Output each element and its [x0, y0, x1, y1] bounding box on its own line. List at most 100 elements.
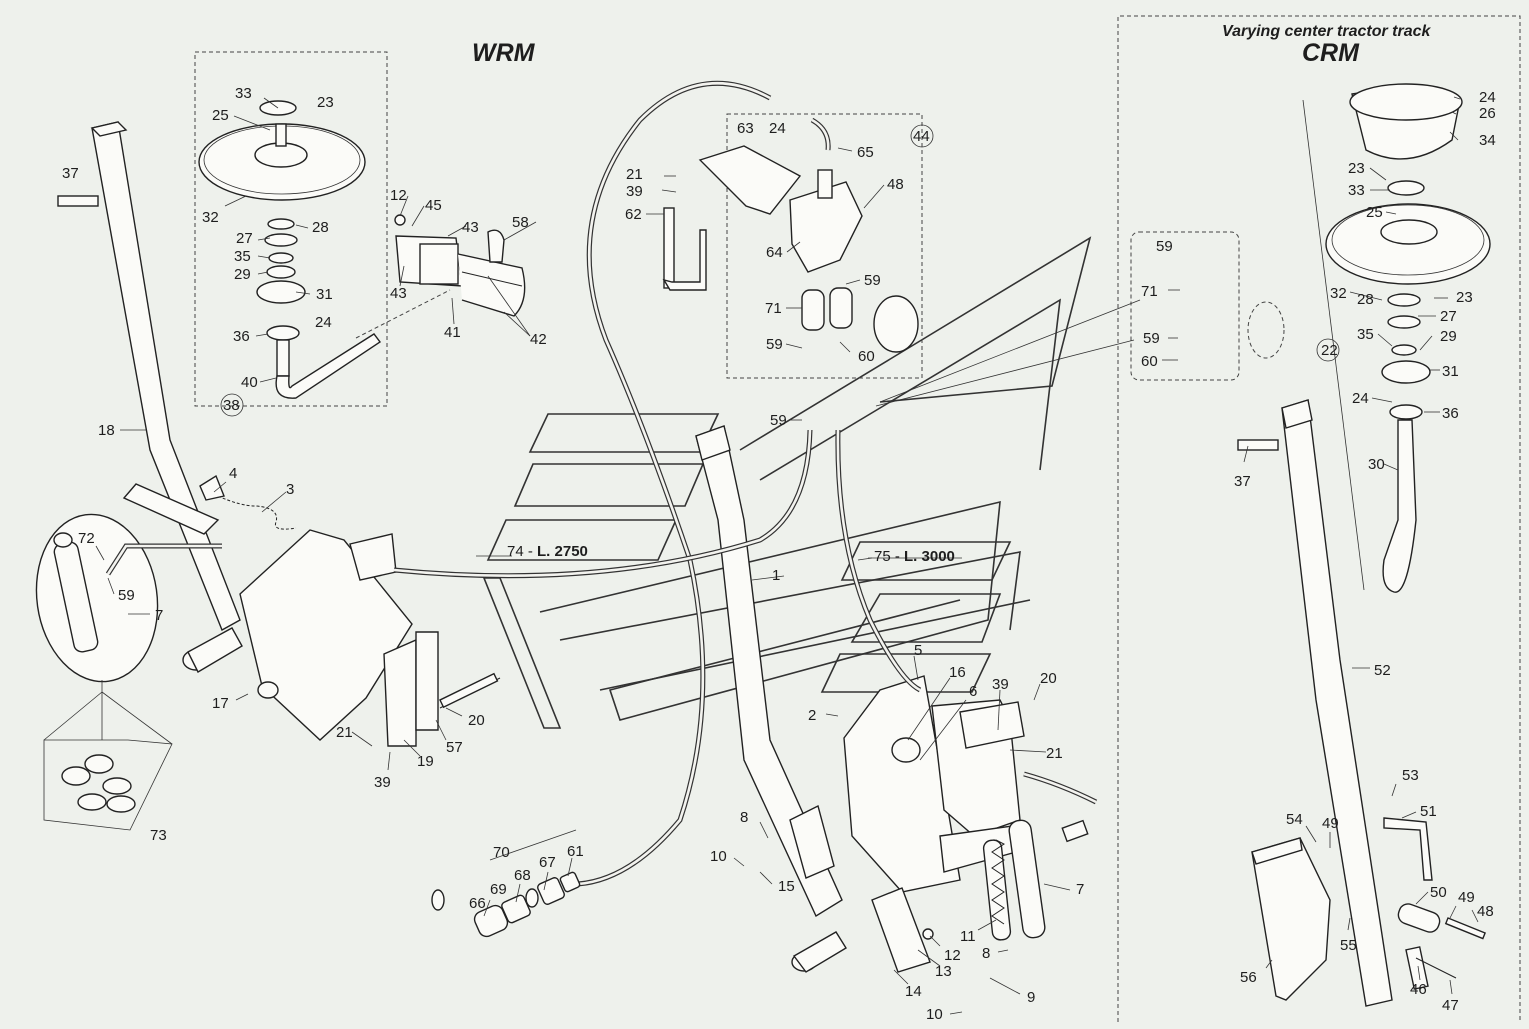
callout-12-right: 12: [944, 947, 961, 964]
beam-18: [57, 121, 243, 673]
callout-68: 68: [514, 867, 531, 884]
callout-41: 41: [444, 324, 461, 341]
callout-24-crm-mid: 24: [1352, 390, 1369, 407]
callout-9: 9: [1027, 989, 1035, 1006]
crm-bracket-56: [1251, 817, 1486, 1001]
callout-37-left: 37: [62, 165, 79, 182]
callout-21-right: 21: [1046, 745, 1063, 762]
callout-25-left: 25: [212, 107, 229, 124]
callout-25-crm: 25: [1366, 204, 1383, 221]
callout-15: 15: [778, 878, 795, 895]
callout-17: 17: [212, 695, 229, 712]
callout-12-left: 12: [390, 187, 407, 204]
valve-assembly-frame: [726, 113, 923, 379]
watermark-logo: [482, 236, 1092, 729]
beam-1: [695, 425, 847, 973]
callout-54: 54: [1286, 811, 1303, 828]
callout-59-detail-top: 59: [1156, 238, 1173, 255]
callout-69: 69: [490, 881, 507, 898]
callout-20-right: 20: [1040, 670, 1057, 687]
ref-circle-22: [1316, 338, 1340, 362]
callout-14: 14: [905, 983, 922, 1000]
callout-35-crm: 35: [1357, 326, 1374, 343]
callout-59-hoses: 59: [770, 412, 787, 429]
callout-3: 3: [286, 481, 294, 498]
callout-21-left: 21: [336, 724, 353, 741]
callout-24-valve: 24: [769, 120, 786, 137]
callout-64: 64: [766, 244, 783, 261]
callout-38: 38: [223, 397, 240, 414]
crm-heading: CRM: [1302, 39, 1360, 67]
callout-53: 53: [1402, 767, 1419, 784]
callout-7-left: 7: [155, 607, 163, 624]
callout-8-mid: 8: [740, 809, 748, 826]
callout-70: 70: [493, 844, 510, 861]
callout-18: 18: [98, 422, 115, 439]
callout-27-crm: 27: [1440, 308, 1457, 325]
callout-24-crm-top: 24: [1479, 89, 1496, 106]
callout-39-right: 39: [992, 676, 1009, 693]
pivot-cylinder-left: [35, 513, 159, 683]
callout-39-valve: 39: [626, 183, 643, 200]
callout-62: 62: [625, 206, 642, 223]
callout-45: 45: [425, 197, 442, 214]
callout-57: 57: [446, 739, 463, 756]
callout-42: 42: [530, 331, 547, 348]
callout-66: 66: [469, 895, 486, 912]
valve-assembly: [662, 117, 919, 353]
callout-56: 56: [1240, 969, 1257, 986]
callout-67: 67: [539, 854, 556, 871]
wrm-heading: WRM: [472, 39, 536, 67]
ref-circle-44: [910, 124, 934, 148]
mount-plate-17: [239, 529, 501, 747]
callout-47: 47: [1442, 997, 1459, 1014]
callout-72: 72: [78, 530, 95, 547]
callout-59-valve-left: 59: [766, 336, 783, 353]
callout-29-left: 29: [234, 266, 251, 283]
callout-2: 2: [808, 707, 816, 724]
beam-52: [1237, 399, 1393, 1007]
callout-23-crm-side: 23: [1456, 289, 1473, 306]
callout-6: 6: [969, 683, 977, 700]
seal-kit-73: [43, 739, 173, 831]
callout-59-detail-mid: 59: [1143, 330, 1160, 347]
callout-39-left: 39: [374, 774, 391, 791]
callout-13: 13: [935, 963, 952, 980]
callout-36-left: 36: [233, 328, 250, 345]
callout-73: 73: [150, 827, 167, 844]
callout-60-valve: 60: [858, 348, 875, 365]
callout-33-left: 33: [235, 85, 252, 102]
callout-28-crm: 28: [1357, 291, 1374, 308]
callout-24-left: 24: [315, 314, 332, 331]
hydraulic-hoses: [393, 80, 922, 887]
callout-50: 50: [1430, 884, 1447, 901]
callout-31-left: 31: [316, 286, 333, 303]
callout-26: 26: [1479, 105, 1496, 122]
callout-36-crm: 36: [1442, 405, 1459, 422]
crm-subtitle: Varying center tractor track: [1222, 23, 1431, 40]
callout-44: 44: [913, 128, 930, 145]
clamp-assembly: [394, 214, 526, 317]
callout-49-left: 49: [1322, 815, 1339, 832]
callout-43-bottom: 43: [390, 285, 407, 302]
wrm-disc-assembly: [198, 100, 382, 399]
callout-7-right: 7: [1076, 881, 1084, 898]
callout-71-valve: 71: [765, 300, 782, 317]
callout-48-valve: 48: [887, 176, 904, 193]
crm-region-frame: [1117, 15, 1521, 1022]
callout-11: 11: [960, 928, 976, 945]
callout-10-mid: 10: [710, 848, 727, 865]
callout-22: 22: [1321, 342, 1338, 359]
callout-31-crm: 31: [1442, 363, 1459, 380]
callout-8-right: 8: [982, 945, 990, 962]
callout-33-crm: 33: [1348, 182, 1365, 199]
callout-46: 46: [1410, 981, 1427, 998]
callout-71-detail: 71: [1141, 283, 1158, 300]
callout-34: 34: [1479, 132, 1496, 149]
callout-16: 16: [949, 664, 966, 681]
callout-55: 55: [1340, 937, 1357, 954]
valve-detail-frame: [1130, 231, 1240, 381]
callout-61: 61: [567, 843, 584, 860]
spring-mechanism: [843, 675, 1098, 973]
